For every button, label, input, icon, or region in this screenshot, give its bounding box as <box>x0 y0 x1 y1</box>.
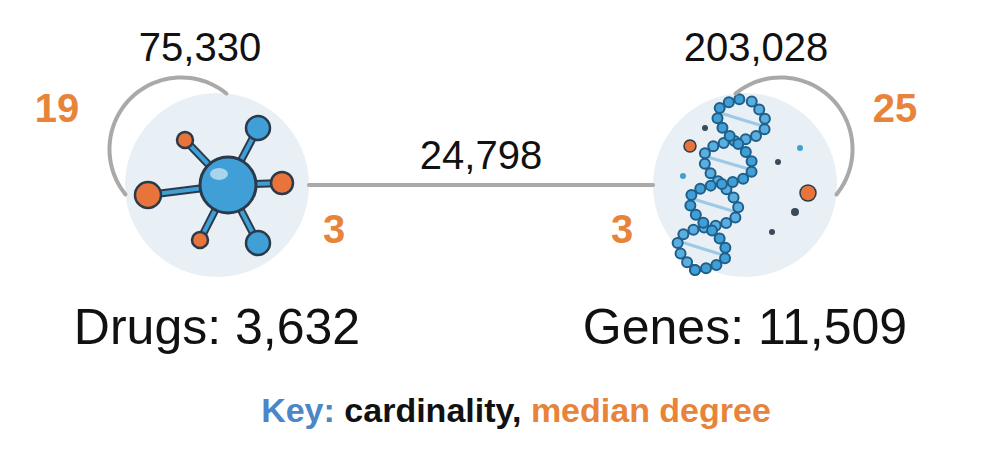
atom <box>192 232 208 248</box>
cardinality-label: 24,798 <box>416 131 546 179</box>
key-row: Key:cardinality, median degree <box>261 390 771 431</box>
atom <box>177 132 193 148</box>
dna-strand-outline <box>678 98 766 270</box>
atom <box>135 182 161 208</box>
key-heading: Key: <box>261 390 335 431</box>
atom-highlight <box>210 168 228 180</box>
median-degree: 3 <box>323 205 345 253</box>
legend-label: median degree <box>531 391 771 429</box>
particle <box>800 185 816 201</box>
dna-strand <box>678 98 766 270</box>
molecule-icon <box>135 116 293 255</box>
node-label: Drugs: 3,632 <box>74 297 360 357</box>
node-caption: Drugs: 3,632 <box>74 297 360 357</box>
atoms <box>135 116 293 255</box>
dna-icon <box>678 98 816 270</box>
median-degree: 25 <box>873 84 918 132</box>
cardinality-label: 203,028 <box>680 23 833 71</box>
node-caption: Genes: 11,509 <box>583 297 907 357</box>
cardinality-label: 75,330 <box>135 23 265 71</box>
particle <box>791 208 799 216</box>
median-degree: 3 <box>611 205 633 253</box>
particle <box>702 125 708 131</box>
atom <box>271 172 293 194</box>
particle <box>684 140 696 152</box>
particle <box>797 145 803 151</box>
atom <box>246 116 270 140</box>
central-atom <box>200 157 256 213</box>
median-degree: 19 <box>35 84 80 132</box>
particle <box>680 173 686 179</box>
gene-backdrop <box>653 93 837 277</box>
dna-strand <box>690 98 753 270</box>
self-loop <box>736 77 853 194</box>
entity-node: Genes: 11,509 <box>653 93 837 277</box>
legend-label: cardinality, <box>344 391 521 429</box>
node-label: Genes: 11,509 <box>583 297 907 357</box>
dna-strand-outline <box>690 98 753 270</box>
bonds <box>148 128 282 243</box>
drug-backdrop <box>125 93 309 277</box>
legend-entry: cardinality, <box>344 390 521 431</box>
bond-outlines <box>148 128 282 243</box>
particle <box>769 229 775 235</box>
relation-line <box>309 183 653 187</box>
legend-entry: median degree <box>531 390 771 431</box>
entity-node: Drugs: 3,632 <box>125 93 309 277</box>
atom <box>246 231 270 255</box>
self-loop <box>109 77 226 194</box>
particle <box>775 159 781 165</box>
